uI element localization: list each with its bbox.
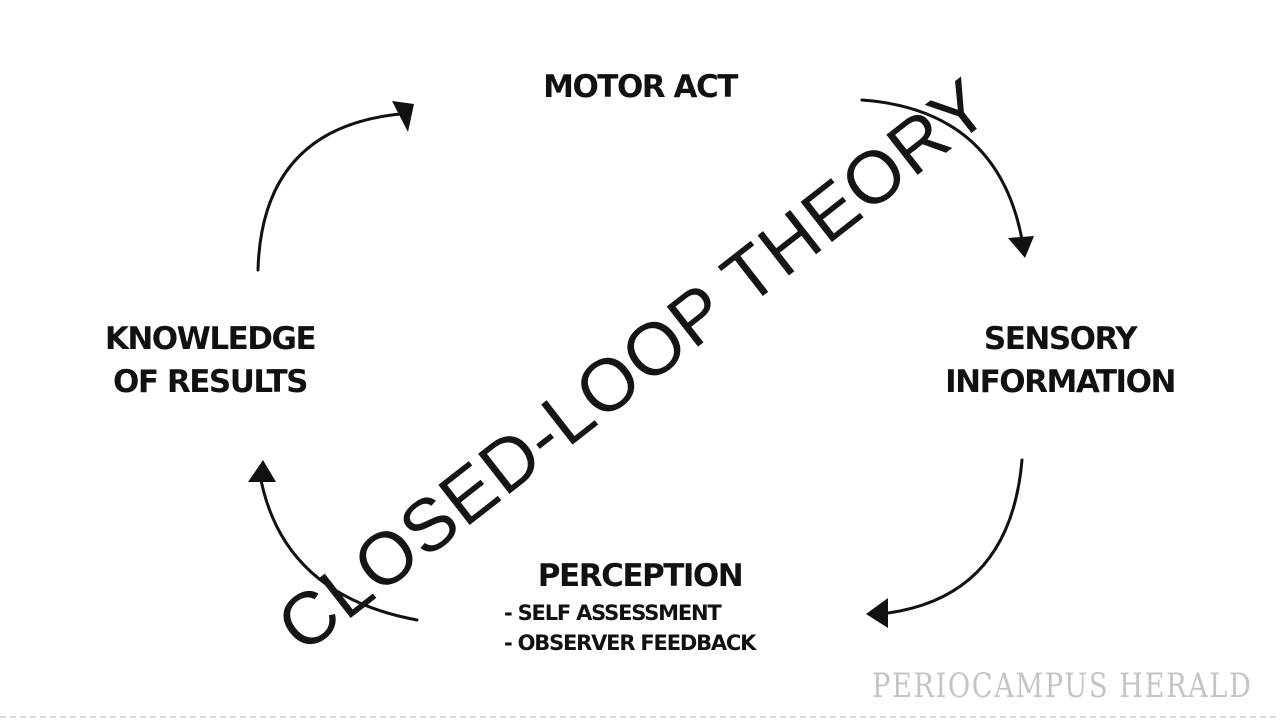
watermark: PERIOCAMPUS HERALD [871,666,1252,706]
node-sensory-information: SENSORY INFORMATION [900,318,1220,404]
arrow-perception-to-knowledge [248,460,419,622]
arrow-knowledge-to-motor [256,101,414,272]
node-knowledge-line2: OF RESULTS [113,364,308,400]
node-motor-act: MOTOR ACT [490,66,790,109]
perception-sub-list: - SELF ASSESSMENT - OBSERVER FEEDBACK [504,598,756,658]
node-sensory-line2: INFORMATION [945,364,1176,400]
node-knowledge-line1: KNOWLEDGE [104,321,317,357]
node-sensory-line1: SENSORY [983,321,1138,357]
perception-item-self-assessment: - SELF ASSESSMENT [504,601,722,625]
node-perception-label: PERCEPTION [537,558,744,594]
node-knowledge-of-results: KNOWLEDGE OF RESULTS [60,318,360,404]
node-motor-act-label: MOTOR ACT [543,69,738,105]
perception-item-observer-feedback: - OBSERVER FEEDBACK [504,631,756,655]
arrow-sensory-to-perception [866,458,1024,628]
node-perception: PERCEPTION [490,555,790,598]
bottom-divider [0,716,1280,718]
arrow-motor-to-sensory [860,98,1034,258]
